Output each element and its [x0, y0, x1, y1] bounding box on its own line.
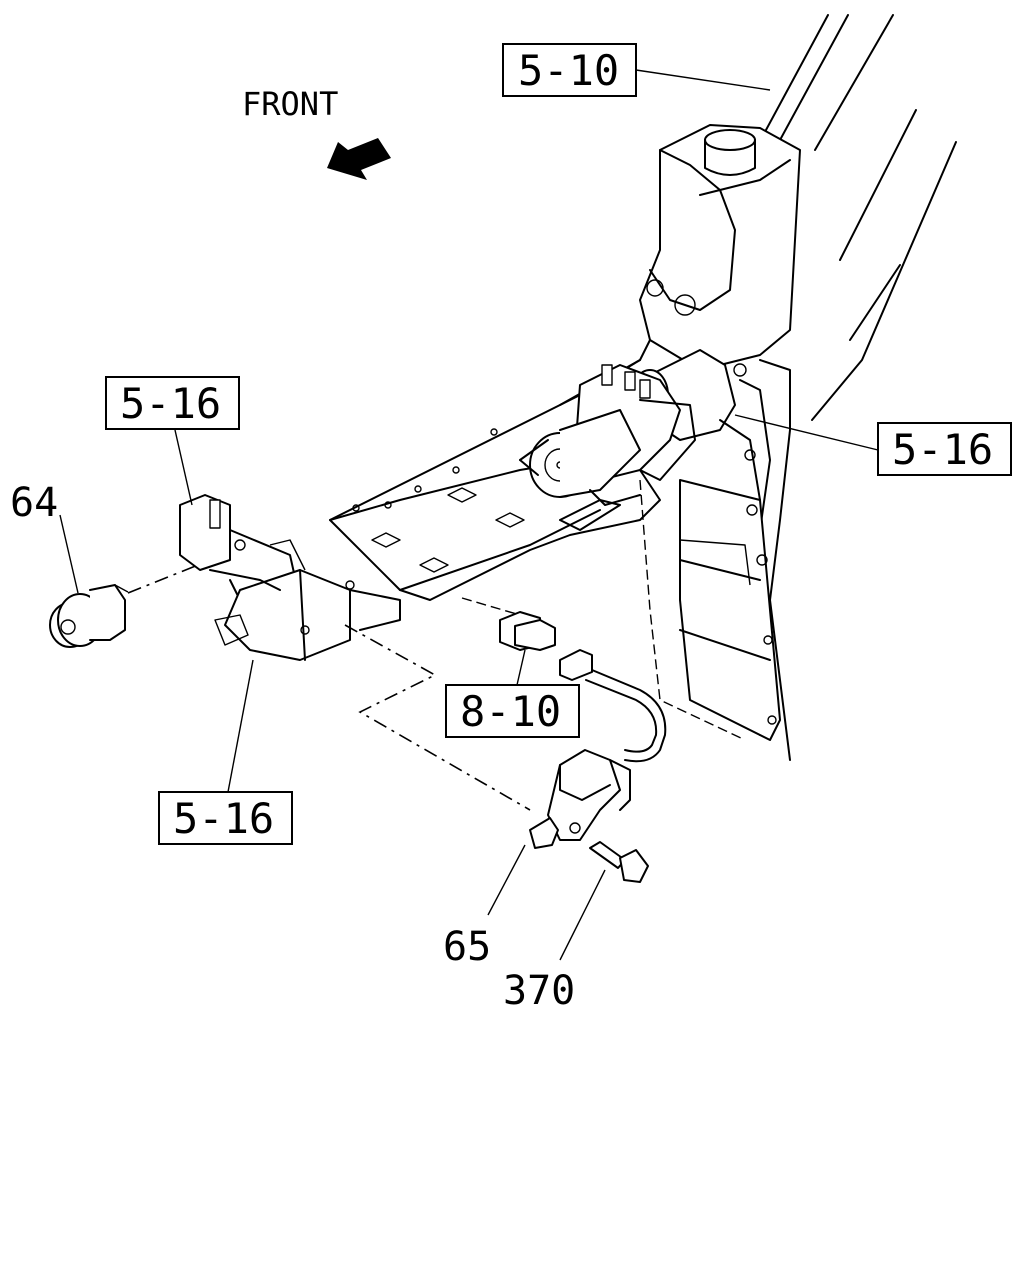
side-plate-bolt: [733, 363, 777, 725]
ref-box-5-10[interactable]: 5-10: [502, 43, 637, 97]
part-64-leader-dashed: [127, 564, 199, 594]
part-64-grommet: [49, 584, 129, 648]
left-bracket: [179, 494, 401, 661]
cross-member: [639, 124, 801, 371]
frame-rail: [739, 14, 957, 761]
part-number-64[interactable]: 64: [10, 480, 58, 526]
plate-bolt: [371, 487, 525, 573]
ref-label-8-10: 8-10: [460, 687, 561, 736]
part-number-65[interactable]: 65: [443, 924, 491, 970]
sensor-assembly: [529, 649, 667, 849]
valve-fittings: [601, 364, 651, 399]
front-label: FRONT: [242, 85, 338, 123]
ref-box-5-16-left[interactable]: 5-16: [105, 376, 240, 430]
valve-assembly: [519, 349, 736, 531]
ref-box-8-10[interactable]: 8-10: [445, 684, 580, 738]
harness-connector: [461, 597, 556, 651]
front-arrow-icon: [327, 138, 391, 180]
part-number-370[interactable]: 370: [503, 968, 575, 1014]
ref-box-5-16-right[interactable]: 5-16: [877, 422, 1012, 476]
side-plate: [639, 363, 781, 741]
ref-label-5-16-left: 5-16: [120, 379, 221, 428]
sensor-leader-dashed: [344, 624, 531, 811]
part-370-bolt: [589, 841, 649, 883]
leader-lines: [59, 69, 879, 961]
ref-label-5-16-right: 5-16: [892, 425, 993, 474]
front-indicator: FRONT: [242, 85, 391, 180]
ref-label-5-16-bottom: 5-16: [173, 794, 274, 843]
ref-box-5-16-bottom[interactable]: 5-16: [158, 791, 293, 845]
ref-label-5-10: 5-10: [518, 46, 619, 95]
